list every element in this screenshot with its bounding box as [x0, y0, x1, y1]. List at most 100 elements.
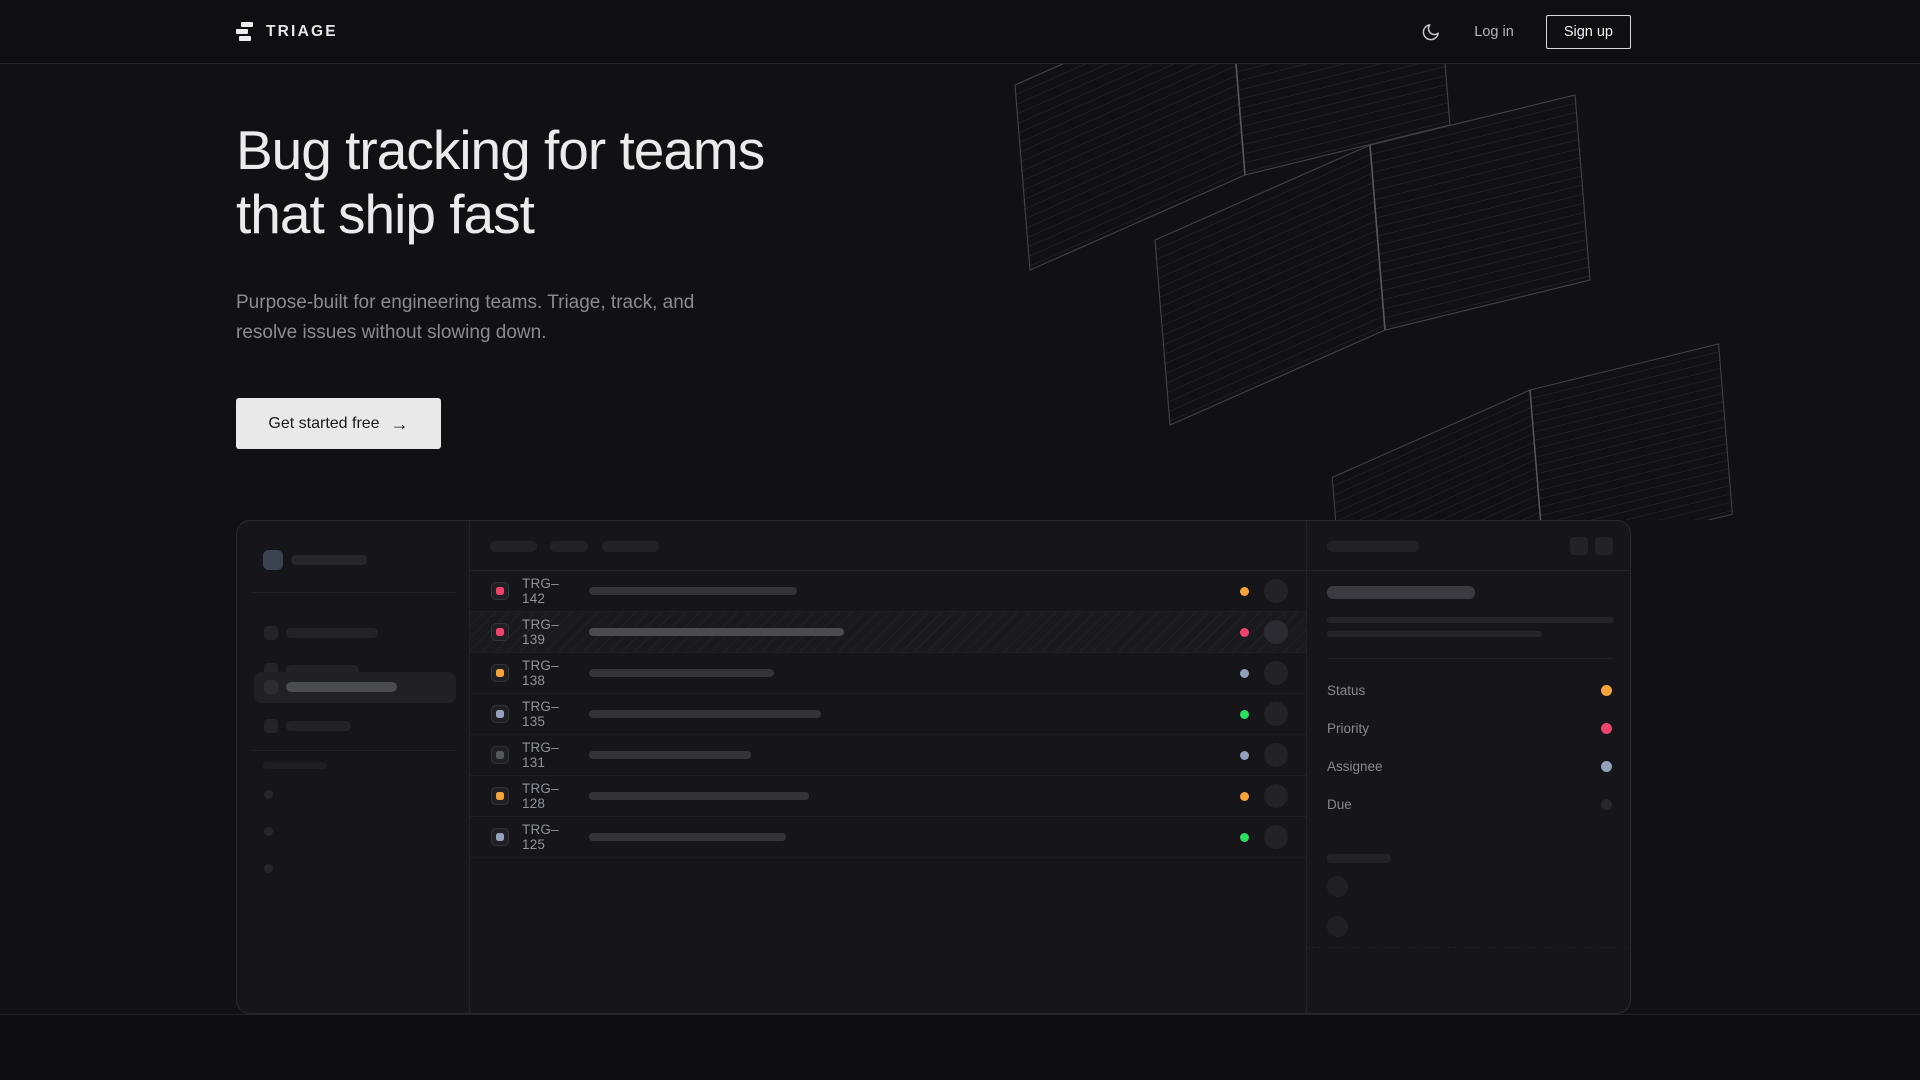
- issue-row: TRG–125: [470, 817, 1306, 858]
- issue-title-skeleton: [1327, 586, 1475, 599]
- sidebar-dot: [264, 864, 273, 873]
- hero-heading-line1: Bug tracking for teams: [236, 119, 765, 181]
- workspace-icon: [263, 550, 283, 570]
- sidebar-divider: [253, 592, 456, 593]
- sidebar-dot: [264, 827, 273, 836]
- assignee-avatar: [1264, 743, 1288, 767]
- assignee-avatar: [1264, 620, 1288, 644]
- issue-id: TRG–131: [522, 740, 559, 770]
- theme-toggle-button[interactable]: [1420, 21, 1442, 43]
- status-dot: [1240, 791, 1249, 801]
- issue-type-icon: [491, 787, 509, 805]
- filter-pill-skeleton: [602, 541, 659, 552]
- issue-type-icon: [491, 664, 509, 682]
- property-value-dot: [1601, 798, 1612, 810]
- issue-type-icon: [491, 623, 509, 641]
- assignee-avatar: [1264, 825, 1288, 849]
- property-label: Priority: [1327, 720, 1370, 736]
- panel-actions: [1570, 537, 1613, 555]
- get-started-label: Get started free: [268, 414, 380, 432]
- property-row: Due: [1307, 785, 1630, 823]
- mockup-sidebar: [237, 521, 470, 1013]
- top-nav: TRIAGE Log in Sign up: [0, 0, 1920, 64]
- activity-avatar: [1327, 876, 1348, 897]
- property-row: Status: [1307, 671, 1630, 709]
- issue-title-skeleton: [589, 792, 809, 800]
- hero-subtext: Purpose-built for engineering teams. Tri…: [236, 288, 694, 348]
- property-value-dot: [1601, 760, 1612, 772]
- issue-type-icon: [491, 705, 509, 723]
- filter-pill-skeleton: [550, 541, 588, 552]
- issue-type-icon: [491, 828, 509, 846]
- issue-title-skeleton: [589, 833, 786, 841]
- property-value-dot: [1601, 722, 1612, 734]
- activity-section-skeleton: [1327, 854, 1391, 863]
- issue-row: TRG–128: [470, 776, 1306, 817]
- assignee-avatar: [1264, 579, 1288, 603]
- login-link[interactable]: Log in: [1474, 23, 1514, 40]
- sidebar-item-skeleton: [286, 682, 397, 692]
- issue-row: TRG–142: [470, 571, 1306, 612]
- issue-type-icon: [491, 582, 509, 600]
- signup-button[interactable]: Sign up: [1545, 14, 1631, 49]
- issue-id: TRG–125: [522, 822, 559, 852]
- issue-title-skeleton: [589, 751, 751, 759]
- issue-list: TRG–142 TRG–139 TRG–138 TRG–135: [470, 521, 1306, 1013]
- issue-title-skeleton: [589, 628, 844, 636]
- issue-row: TRG–131: [470, 735, 1306, 776]
- brand-text: TRIAGE: [266, 22, 338, 40]
- activity-avatar: [1327, 916, 1348, 937]
- property-label: Status: [1327, 682, 1366, 698]
- issue-row: TRG–139: [470, 612, 1306, 653]
- get-started-button[interactable]: Get started free →: [236, 398, 441, 449]
- property-label: Assignee: [1327, 758, 1383, 774]
- panel-title-skeleton: [1327, 541, 1419, 552]
- issue-id: TRG–139: [522, 617, 559, 647]
- filter-pill-skeleton: [490, 541, 537, 552]
- hero-heading: Bug tracking for teams that ship fast: [236, 118, 765, 246]
- footer-band: [0, 1014, 1920, 1080]
- issue-row: TRG–138: [470, 653, 1306, 694]
- detail-panel-body: Status Priority Assignee Due: [1307, 571, 1630, 1013]
- assignee-avatar: [1264, 784, 1288, 808]
- issue-id: TRG–135: [522, 699, 559, 729]
- panel-divider: [1327, 658, 1613, 659]
- property-label: Due: [1327, 796, 1352, 812]
- property-value-dot: [1601, 684, 1612, 696]
- issue-list-header: [470, 521, 1306, 571]
- status-dot: [1240, 832, 1249, 842]
- workspace-name-skeleton: [291, 555, 367, 565]
- property-row: Priority: [1307, 709, 1630, 747]
- issue-type-icon: [491, 746, 509, 764]
- description-line-skeleton: [1327, 617, 1614, 623]
- logo[interactable]: TRIAGE: [236, 22, 338, 41]
- issue-id: TRG–128: [522, 781, 559, 811]
- status-dot: [1240, 668, 1249, 678]
- sidebar-dot: [264, 790, 273, 799]
- issue-id: TRG–138: [522, 658, 559, 688]
- issue-title-skeleton: [589, 587, 797, 595]
- moon-icon: [1422, 23, 1440, 40]
- dashed-divider: [1307, 947, 1630, 948]
- issue-id: TRG–142: [522, 576, 559, 606]
- status-dot: [1240, 750, 1249, 760]
- hero-subtext-line1: Purpose-built for engineering teams. Tri…: [236, 292, 695, 313]
- status-dot: [1240, 627, 1249, 637]
- hero-heading-line2: that ship fast: [236, 183, 535, 245]
- description-line-skeleton: [1327, 631, 1542, 637]
- sidebar-item-icon: [264, 680, 278, 694]
- hero-subtext-line2: resolve issues without slowing down.: [236, 322, 547, 343]
- sidebar-item-skeleton: [286, 628, 378, 638]
- issue-row: TRG–135: [470, 694, 1306, 735]
- property-list: Status Priority Assignee Due: [1307, 671, 1630, 823]
- panel-action-icon: [1595, 537, 1613, 555]
- sidebar-item-icon: [264, 719, 278, 733]
- sidebar-item-skeleton: [286, 721, 351, 731]
- issue-list-body: TRG–142 TRG–139 TRG–138 TRG–135: [470, 571, 1306, 858]
- property-row: Assignee: [1307, 747, 1630, 785]
- app-mockup-card: TRG–142 TRG–139 TRG–138 TRG–135: [236, 520, 1631, 1014]
- triage-bars-icon: [236, 22, 253, 41]
- sidebar-divider: [253, 750, 456, 751]
- detail-panel: Status Priority Assignee Due: [1306, 521, 1630, 1013]
- issue-title-skeleton: [589, 669, 774, 677]
